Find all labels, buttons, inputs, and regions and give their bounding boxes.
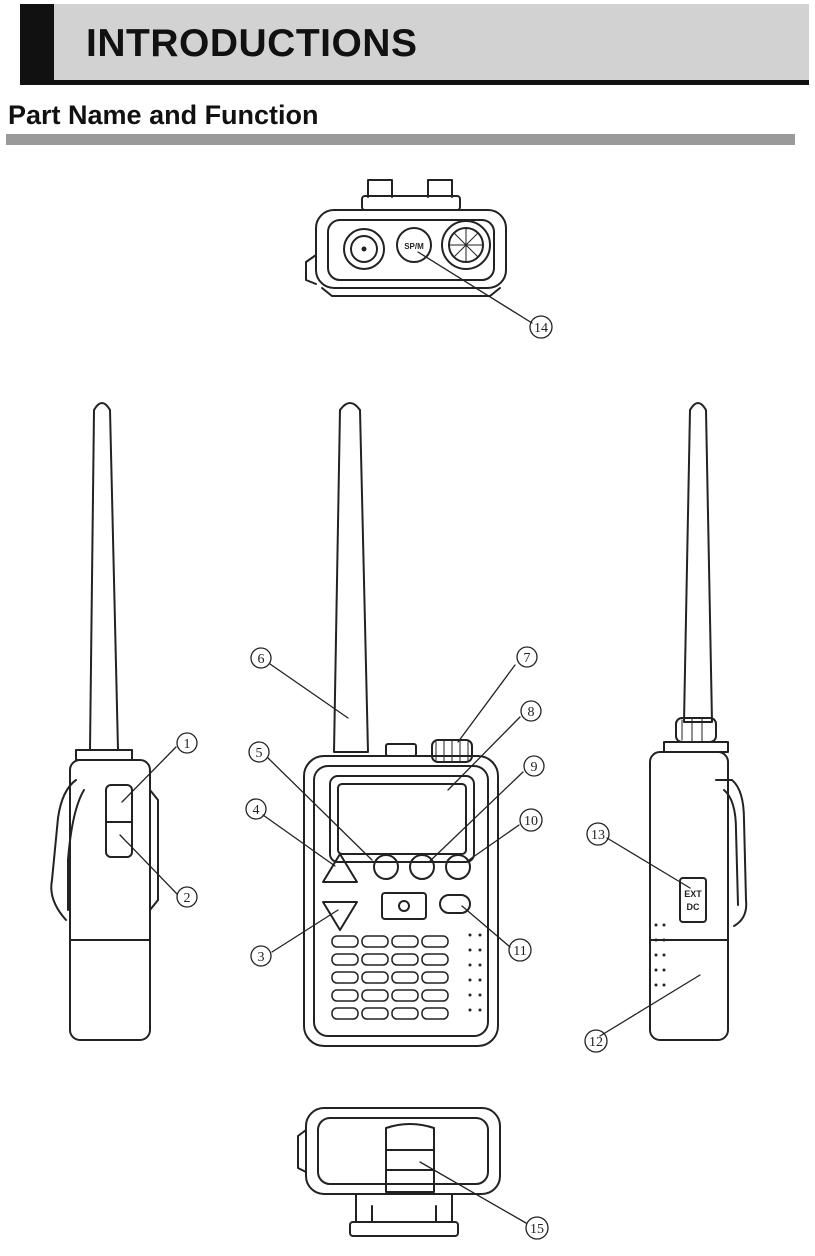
callout-8: 8 [521, 701, 541, 721]
callout-9: 9 [524, 756, 544, 776]
ext-dc-label-bottom: DC [687, 902, 700, 912]
top-jack-label: SP/M [404, 242, 424, 251]
callout-6: 6 [251, 648, 271, 668]
radio-left-view [51, 403, 158, 1040]
radio-right-view: EXT DC [650, 403, 746, 1040]
leader-lines [120, 252, 700, 1223]
svg-text:2: 2 [184, 891, 191, 906]
callout-3: 3 [251, 946, 271, 966]
callout-4: 4 [246, 799, 266, 819]
svg-text:11: 11 [513, 944, 526, 959]
svg-text:9: 9 [531, 760, 538, 775]
radio-front-view [304, 403, 498, 1046]
radio-bottom-view [298, 1108, 500, 1236]
callout-11: 11 [509, 939, 531, 961]
svg-text:8: 8 [528, 705, 535, 720]
svg-text:15: 15 [530, 1222, 544, 1237]
callout-15: 15 [526, 1217, 548, 1239]
callout-10: 10 [520, 809, 542, 831]
callout-14: 14 [530, 316, 552, 338]
svg-text:10: 10 [524, 814, 538, 829]
svg-text:5: 5 [256, 746, 263, 761]
svg-text:14: 14 [534, 321, 548, 336]
svg-text:6: 6 [258, 652, 265, 667]
callout-13: 13 [587, 823, 609, 845]
svg-text:13: 13 [591, 828, 605, 843]
callout-2: 2 [177, 887, 197, 907]
svg-text:7: 7 [524, 651, 531, 666]
callout-12: 12 [585, 1030, 607, 1052]
ext-dc-label-top: EXT [684, 889, 702, 899]
svg-text:3: 3 [258, 950, 265, 965]
callout-5: 5 [249, 742, 269, 762]
callout-7: 7 [517, 647, 537, 667]
svg-text:1: 1 [184, 737, 191, 752]
callout-1: 1 [177, 733, 197, 753]
radio-top-view: SP/M [306, 180, 506, 296]
svg-text:4: 4 [253, 803, 260, 818]
svg-text:12: 12 [589, 1035, 603, 1050]
